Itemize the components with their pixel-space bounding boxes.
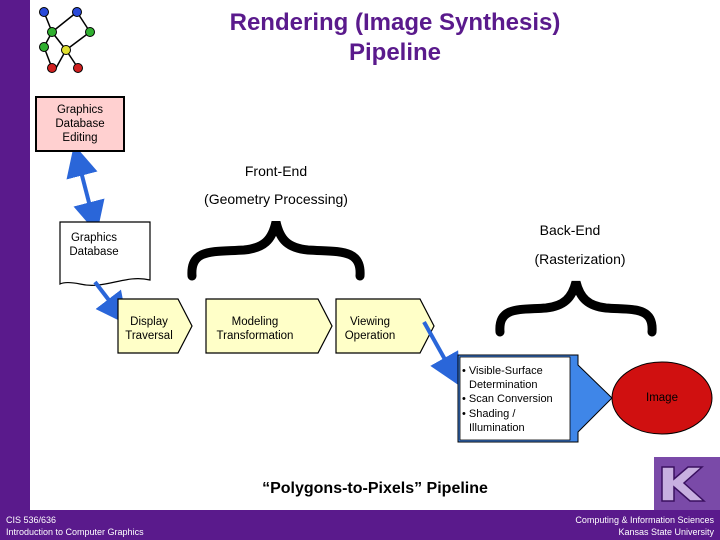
raster-steps-list: • Visible-Surface Determination • Scan C… bbox=[462, 364, 553, 435]
editing-line2: Database bbox=[55, 118, 105, 130]
graphics-database-label: Graphics Database bbox=[60, 231, 128, 259]
modeling-transformation-shape bbox=[205, 298, 333, 354]
front-end-brace bbox=[187, 220, 365, 281]
footer-course-name: Introduction to Computer Graphics bbox=[6, 527, 144, 537]
viewing-raster-arrow bbox=[422, 321, 460, 386]
database-document-shape bbox=[59, 221, 151, 286]
viewing-line2: Operation bbox=[344, 330, 396, 342]
raster-step: • Scan Conversion bbox=[462, 393, 553, 406]
k-state-wildcat-logo bbox=[654, 457, 720, 510]
editing-line1: Graphics bbox=[56, 104, 104, 116]
editing-line3: Editing bbox=[62, 132, 98, 144]
modeling-line1: Modeling bbox=[231, 316, 279, 328]
database-line2: Database bbox=[69, 246, 119, 258]
front-end-sublabel: (Geometry Processing) bbox=[204, 191, 348, 207]
raster-step: Illumination bbox=[469, 421, 525, 434]
display-line1: Display bbox=[130, 316, 168, 328]
footer-department: Computing & Information Sciences Kansas … bbox=[575, 514, 714, 538]
back-end-sublabel: (Rasterization) bbox=[534, 251, 626, 267]
database-display-arrow bbox=[93, 280, 128, 325]
back-end-label: Back-End bbox=[539, 222, 601, 238]
viewing-line1: Viewing bbox=[349, 316, 391, 328]
footer-university: Kansas State University bbox=[618, 527, 714, 537]
pipeline-diagram bbox=[59, 144, 713, 443]
slide-title-line2: Pipeline bbox=[348, 39, 442, 66]
pipeline-caption: “Polygons-to-Pixels” Pipeline bbox=[262, 480, 488, 497]
raster-step: • Visible-Surface bbox=[462, 365, 543, 377]
footer-course: CIS 536/636 Introduction to Computer Gra… bbox=[6, 514, 144, 538]
viewing-operation-shape bbox=[335, 298, 435, 354]
back-end-brace bbox=[495, 280, 657, 337]
graphics-database-editing-box: Graphics Database Editing bbox=[35, 96, 125, 152]
tree-graph-icon bbox=[39, 7, 95, 73]
footer-bar bbox=[0, 510, 720, 540]
modeling-transformation-label: Modeling Transformation bbox=[204, 315, 306, 343]
raster-step: Determination bbox=[469, 379, 538, 392]
viewing-operation-label: Viewing Operation bbox=[336, 315, 404, 343]
image-ellipse bbox=[611, 361, 713, 435]
display-line2: Traversal bbox=[125, 330, 173, 342]
front-end-label: Front-End bbox=[244, 163, 308, 179]
database-line1: Graphics bbox=[70, 232, 118, 244]
footer-course-code: CIS 536/636 bbox=[6, 515, 57, 525]
modeling-line2: Transformation bbox=[216, 330, 294, 342]
display-traversal-label: Display Traversal bbox=[118, 315, 180, 343]
display-traversal-shape bbox=[117, 298, 193, 354]
editing-database-arrow bbox=[66, 144, 105, 234]
footer-dept-name: Computing & Information Sciences bbox=[575, 515, 714, 525]
left-sidebar-bar bbox=[0, 0, 30, 510]
slide-title: Rendering (Image Synthesis) Pipeline bbox=[170, 8, 620, 68]
image-label: Image bbox=[646, 392, 678, 404]
raster-step: • Shading / bbox=[462, 407, 516, 420]
slide-title-line1: Rendering (Image Synthesis) bbox=[229, 9, 561, 36]
